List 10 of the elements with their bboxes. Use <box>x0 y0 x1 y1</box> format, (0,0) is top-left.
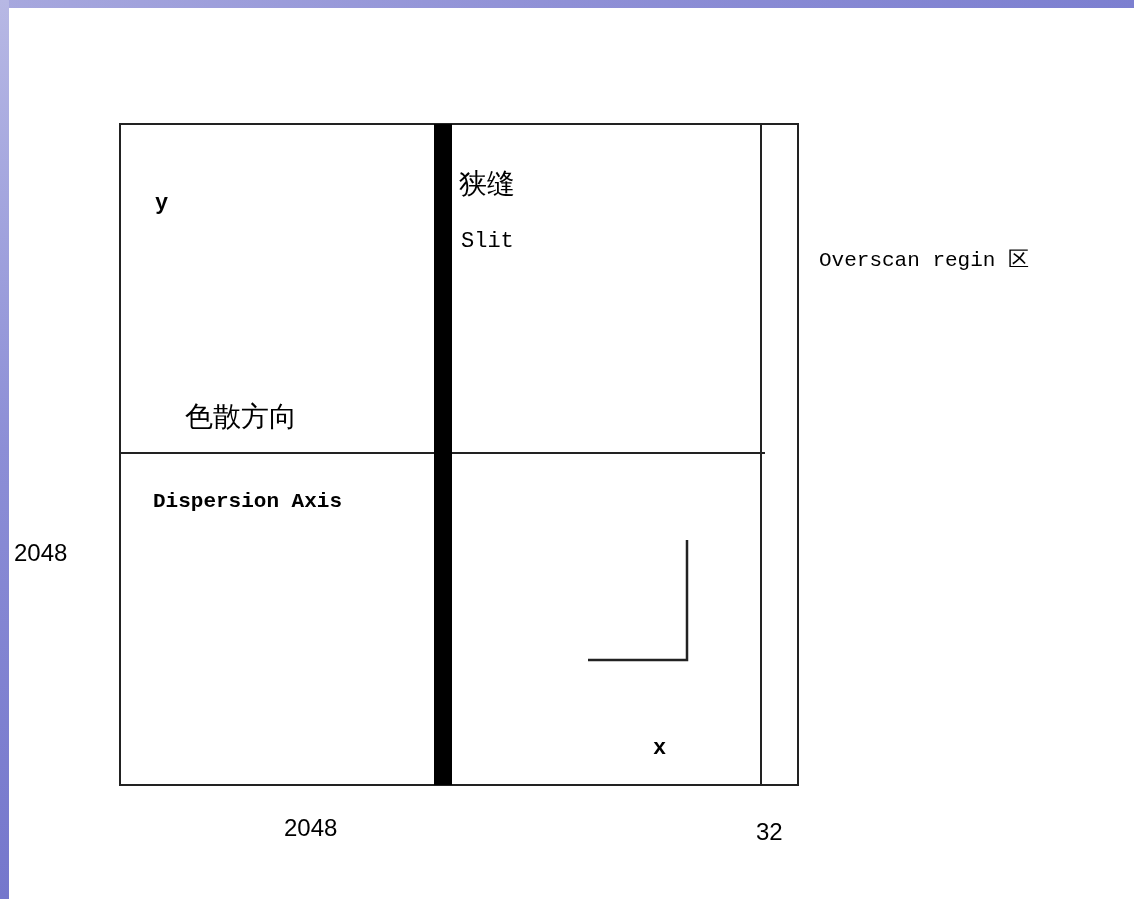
dispersion-label: Dispersion Axis <box>153 491 343 512</box>
slit-label: Slit <box>461 231 514 253</box>
axis-label: x <box>653 738 667 760</box>
dimension-label: 32 <box>756 820 783 844</box>
dispersion-label: 色散方向 <box>185 403 297 431</box>
dimension-label: 2048 <box>14 541 68 565</box>
slit-label: 狭缝 <box>459 170 515 198</box>
overscan-label: Overscan regin 区 <box>819 250 1030 271</box>
dimension-label: 2048 <box>284 816 338 840</box>
axis-label: y <box>155 193 169 215</box>
